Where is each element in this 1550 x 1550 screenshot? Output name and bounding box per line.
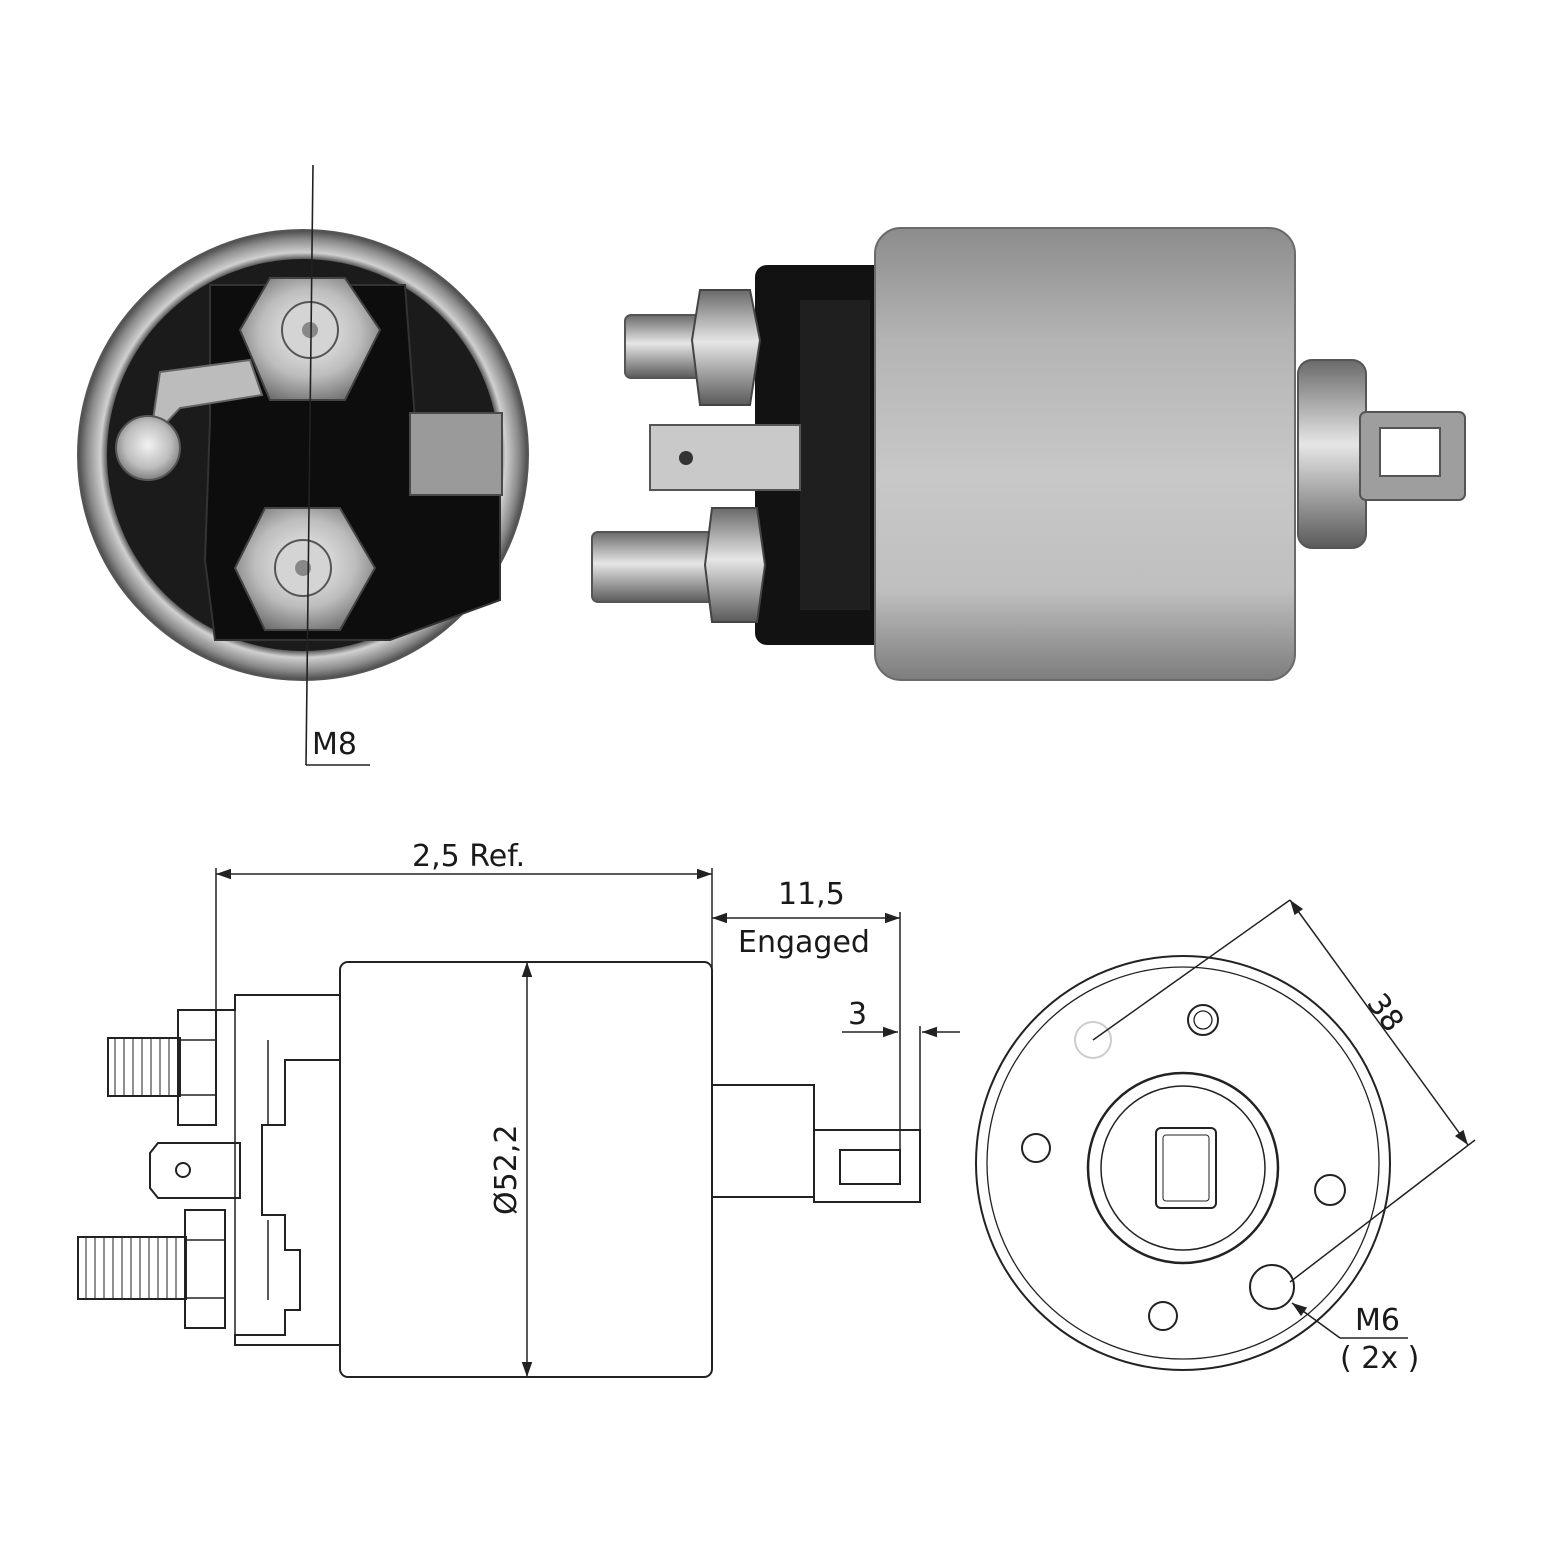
lower-stud-nut [703,507,767,623]
plunger-boss [1297,359,1367,549]
plunger-slot-outline [839,1149,901,1185]
upper-nut-facets [178,1039,216,1096]
left-hole [1021,1133,1051,1163]
right-hole [1314,1174,1346,1206]
side-view-drawing: 2,5 Ref. 11,5 Engaged 3 Ø52,2 [77,839,960,1378]
engaged-value-label: 11,5 [778,877,845,912]
lower-stud-outline [77,1236,187,1300]
field-strap [409,412,503,496]
lower-nut-facets [185,1239,225,1299]
side-view-photo [591,227,1466,681]
plunger-boss-outline [711,1084,815,1198]
upper-stud-center [302,322,318,338]
face-outer-circle [975,955,1391,1371]
spacing-ext-2 [1289,1139,1476,1283]
spacing-ext-1 [1092,899,1291,1041]
overall-length-label: 2,5 Ref. [412,839,525,874]
diameter-label: Ø52,2 [489,1125,524,1215]
m6-thread-label: M6 [1355,1303,1400,1338]
upper-stud-threads [114,1038,170,1096]
lower-stud-threads [85,1237,177,1299]
mount-hole-m6-upper-ghost [1074,1021,1112,1059]
can-body-outline [339,961,713,1378]
m8-leader-line [305,164,314,766]
lower-stud-nut-outline [184,1209,226,1329]
front-face-drawing: 38 M6 ( 2x ) [975,899,1476,1376]
spade-terminal-tip [115,415,181,481]
lower-stud-thread [591,531,718,603]
end-view-photo: M8 [77,164,529,766]
plunger-slot-face [1155,1127,1217,1209]
housing-outline [216,994,341,1346]
spade-terminal [649,424,801,491]
m8-thread-label: M8 [312,727,357,762]
top-hole-inner [1193,1010,1213,1030]
engaged-word-label: Engaged [738,925,870,960]
m6-qty-label: ( 2x ) [1340,1341,1419,1376]
mount-hole-m6 [1249,1264,1295,1310]
bore-ring-inner [1100,1085,1266,1251]
upper-stud-nut [690,289,762,406]
plastic-cap-step [800,300,870,610]
lower-stud-center [295,560,311,576]
top-hole [1187,1004,1219,1036]
upper-stud-outline [107,1037,181,1097]
bore-ring-outer [1086,1071,1280,1265]
housing-inner-step [234,1010,269,1335]
plunger-tab-outline [813,1129,921,1203]
upper-stud-nut-outline [177,1009,217,1126]
bottom-hole [1148,1301,1178,1331]
spade-terminal-outline [149,1142,241,1199]
spade-terminal-hole [175,1162,191,1178]
spade-hole [679,451,693,465]
plunger-slot-face-inner [1162,1134,1210,1202]
solenoid-can [874,227,1296,681]
plunger-tab-slot [1379,427,1441,477]
bolt-spacing-label: 38 [1360,987,1411,1038]
face-inner-circle [986,966,1380,1360]
spacing-dim [1289,899,1469,1146]
m6-leader [1291,1302,1341,1339]
stroke-gap-label: 3 [848,997,867,1032]
